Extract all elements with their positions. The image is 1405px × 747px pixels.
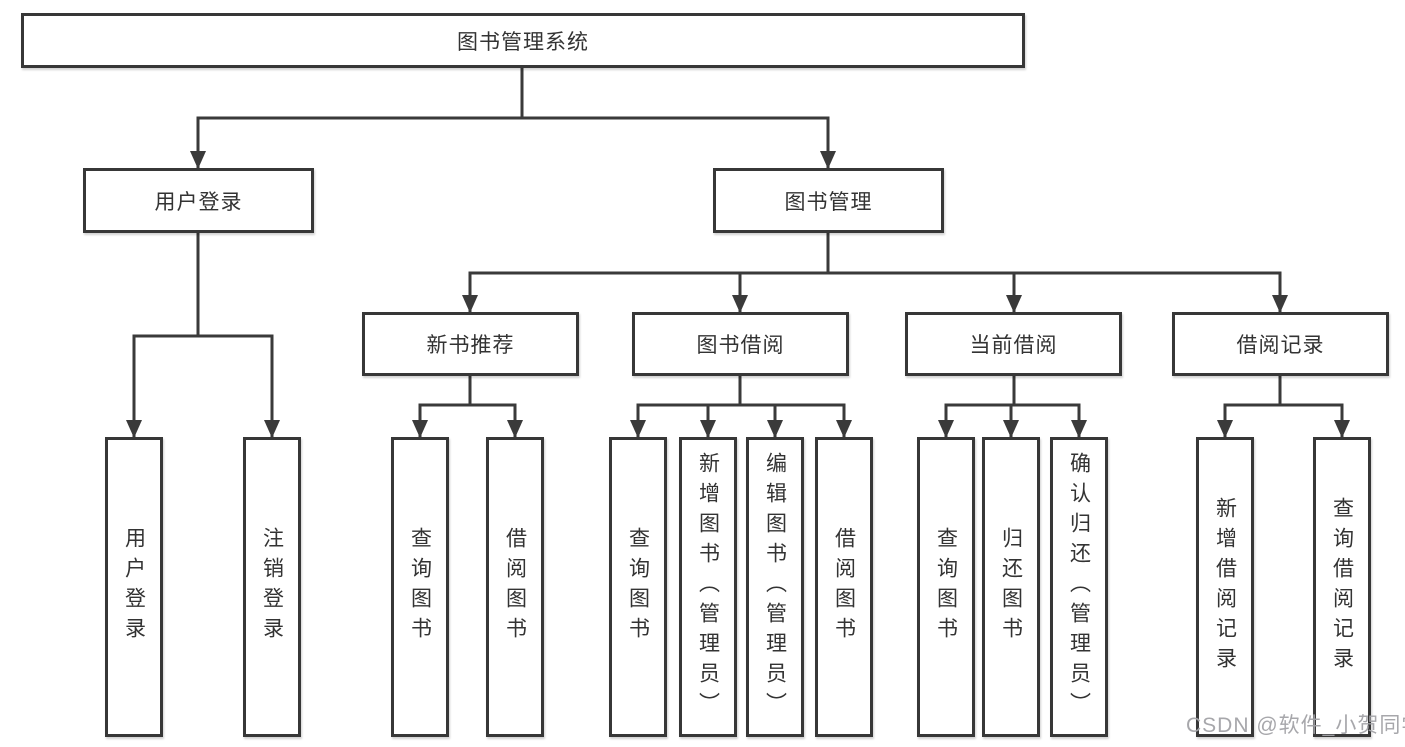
csdn-watermark: CSDN @软件_小贺同学 [1186, 714, 1405, 737]
node-root: 图书管理系统 [21, 13, 1025, 68]
node-user-login-action: 用户登录 [105, 437, 163, 737]
node-current-borrowing: 当前借阅 [905, 312, 1122, 376]
node-user-login: 用户登录 [83, 168, 314, 233]
node-label: 新增图书（管理员） [696, 452, 720, 722]
node-bb-edit-books-admin: 编辑图书（管理员） [746, 437, 804, 737]
node-new-book-recommendation: 新书推荐 [362, 312, 579, 376]
node-book-management: 图书管理 [713, 168, 944, 233]
node-label: 查询图书 [408, 527, 432, 647]
node-br-add-borrow-record: 新增借阅记录 [1196, 437, 1254, 737]
node-nb-query-books: 查询图书 [391, 437, 449, 737]
node-label: 借阅图书 [832, 527, 856, 647]
node-bb-query-books: 查询图书 [609, 437, 667, 737]
node-label: 借阅图书 [503, 527, 527, 647]
connector-trunks [132, 66, 1344, 407]
node-label: 新增借阅记录 [1213, 497, 1237, 677]
node-label: 查询图书 [934, 527, 958, 647]
node-nb-borrow-books: 借阅图书 [486, 437, 544, 737]
connector-arrows [126, 118, 1350, 438]
node-br-query-borrow-record: 查询借阅记录 [1313, 437, 1371, 737]
node-cb-return-books: 归还图书 [982, 437, 1040, 737]
node-bb-borrow-books: 借阅图书 [815, 437, 873, 737]
node-label: 查询图书 [626, 527, 650, 647]
node-label: 查询借阅记录 [1330, 497, 1354, 677]
node-label: 注销登录 [260, 527, 284, 647]
node-cb-confirm-return-admin: 确认归还（管理员） [1050, 437, 1108, 737]
node-label: 用户登录 [122, 527, 146, 647]
node-label: 归还图书 [999, 527, 1023, 647]
node-book-borrowing: 图书借阅 [632, 312, 849, 376]
node-borrowing-records: 借阅记录 [1172, 312, 1389, 376]
node-label: 确认归还（管理员） [1067, 452, 1091, 722]
node-cb-query-books: 查询图书 [917, 437, 975, 737]
node-bb-add-books-admin: 新增图书（管理员） [679, 437, 737, 737]
node-logout-action: 注销登录 [243, 437, 301, 737]
node-label: 编辑图书（管理员） [763, 452, 787, 722]
